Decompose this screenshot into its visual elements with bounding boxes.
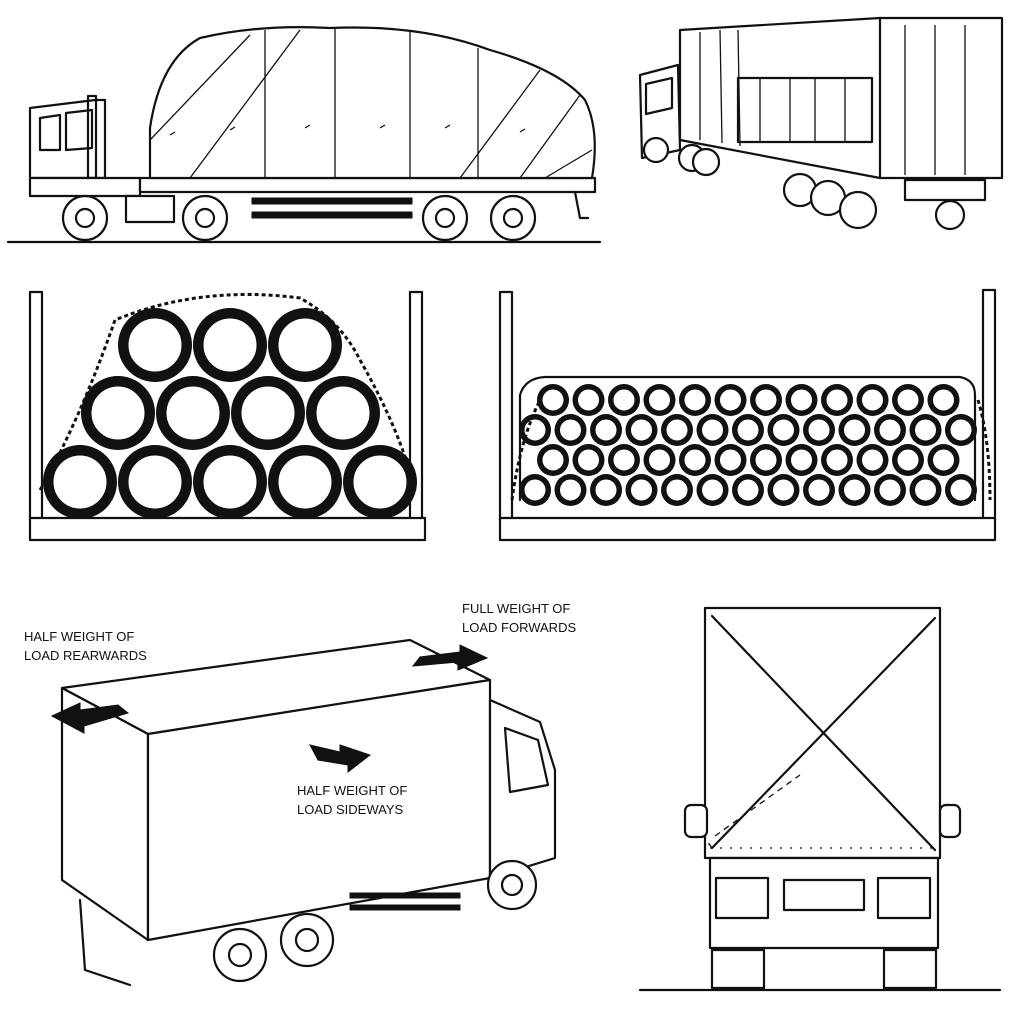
small-pipe-bore (666, 419, 688, 441)
small-pipe-bore (844, 479, 866, 501)
large-pipe-bore (128, 455, 182, 509)
box-van-panel: HALF WEIGHT OF LOAD REARWARDS FULL WEIGH… (24, 601, 576, 985)
small-pipes-panel (500, 290, 995, 540)
small-pipe-bore (613, 389, 635, 411)
small-pipe-bore (755, 389, 777, 411)
large-pipes-panel (30, 292, 425, 540)
small-pipe-bore (862, 389, 884, 411)
label-rearwards-line1: HALF WEIGHT OF (24, 629, 134, 644)
label-forwards-line1: FULL WEIGHT OF (462, 601, 570, 616)
small-pipe-bore (826, 389, 848, 411)
small-pipe-bore (897, 389, 919, 411)
large-pipe-bore (166, 386, 220, 440)
small-pipe-bore (649, 389, 671, 411)
cab-bumper (30, 178, 140, 196)
small-pipe-bore (542, 389, 564, 411)
large-pipe-bore (278, 455, 332, 509)
small-pipe-bore (915, 479, 937, 501)
label-rearwards-line2: LOAD REARWARDS (24, 648, 147, 663)
left-stanchion (30, 292, 42, 520)
small-pipe-bore (808, 479, 830, 501)
small-pipe-bore (720, 389, 742, 411)
small-pipe-bore (631, 479, 653, 501)
small-pipe-bore (702, 419, 724, 441)
small-pipe-bore (524, 479, 546, 501)
small-pipe-bore (879, 479, 901, 501)
small-pipe-bore (542, 449, 564, 471)
rear-underframe (710, 858, 938, 948)
small-pipe-bore (666, 479, 688, 501)
small-pipe-bore (826, 449, 848, 471)
small-pipes (519, 384, 977, 506)
curtain-sider-panel (640, 18, 1002, 229)
small-pipe-bore (844, 419, 866, 441)
large-pipe-bore (278, 318, 332, 372)
small-pipe-bore (684, 449, 706, 471)
landing-leg (575, 192, 588, 218)
small-pipe-bore (950, 419, 972, 441)
side-guard-stripe-1 (252, 198, 412, 204)
label-sideways-line1: HALF WEIGHT OF (297, 783, 407, 798)
left-stanchion-2 (500, 292, 512, 520)
small-pipe-bore (702, 479, 724, 501)
small-pipe-bore (649, 449, 671, 471)
small-pipe-bore (755, 449, 777, 471)
label-sideways-line2: LOAD SIDEWAYS (297, 802, 404, 817)
small-pipe-bore (915, 419, 937, 441)
mirror-right (940, 805, 960, 837)
small-pipe-bore (950, 479, 972, 501)
mirror-left (685, 805, 707, 837)
side-guard-stripe-2 (252, 212, 412, 218)
sheeted-load (150, 27, 595, 178)
large-pipe-bore (353, 455, 407, 509)
large-pipe-bore (203, 455, 257, 509)
small-pipe-bore (773, 479, 795, 501)
van-stripe-2 (350, 905, 460, 910)
small-pipe-bore (595, 419, 617, 441)
van-stripe-1 (350, 893, 460, 898)
label-forwards-line2: LOAD FORWARDS (462, 620, 576, 635)
bed-base-2 (500, 518, 995, 540)
small-pipe-bore (933, 449, 955, 471)
small-pipe-bore (773, 419, 795, 441)
small-pipe-bore (879, 419, 901, 441)
small-pipe-bore (578, 449, 600, 471)
small-pipe-bore (560, 479, 582, 501)
small-pipe-bore (862, 449, 884, 471)
cab (30, 100, 105, 178)
small-pipe-bore (897, 449, 919, 471)
large-pipe-bore (53, 455, 107, 509)
small-pipe-bore (737, 419, 759, 441)
small-pipe-bore (613, 449, 635, 471)
small-pipe-bore (684, 389, 706, 411)
small-pipe-bore (578, 389, 600, 411)
rear-wheel-right (884, 950, 936, 988)
rear-view-panel (640, 608, 1000, 990)
bed-base (30, 518, 425, 540)
small-pipe-bore (560, 419, 582, 441)
large-pipe-bore (91, 386, 145, 440)
small-pipe-bore (791, 449, 813, 471)
large-pipe-bore (241, 386, 295, 440)
large-pipe-bore (203, 318, 257, 372)
large-pipe-bore (128, 318, 182, 372)
small-pipe-bore (595, 479, 617, 501)
small-pipe-bore (791, 389, 813, 411)
large-pipe-bore (316, 386, 370, 440)
small-pipe-bore (808, 419, 830, 441)
rear-wheel-left (712, 950, 764, 988)
fuel-tank (126, 196, 174, 222)
large-pipes (43, 308, 417, 519)
small-pipe-bore (631, 419, 653, 441)
trailer-body (680, 18, 1002, 178)
rear-bumper (905, 180, 985, 200)
small-pipe-bore (720, 449, 742, 471)
sheeted-lorry-panel (8, 27, 600, 242)
small-pipe-bore (737, 479, 759, 501)
trailer-bed (140, 178, 595, 192)
small-pipe-bore (933, 389, 955, 411)
